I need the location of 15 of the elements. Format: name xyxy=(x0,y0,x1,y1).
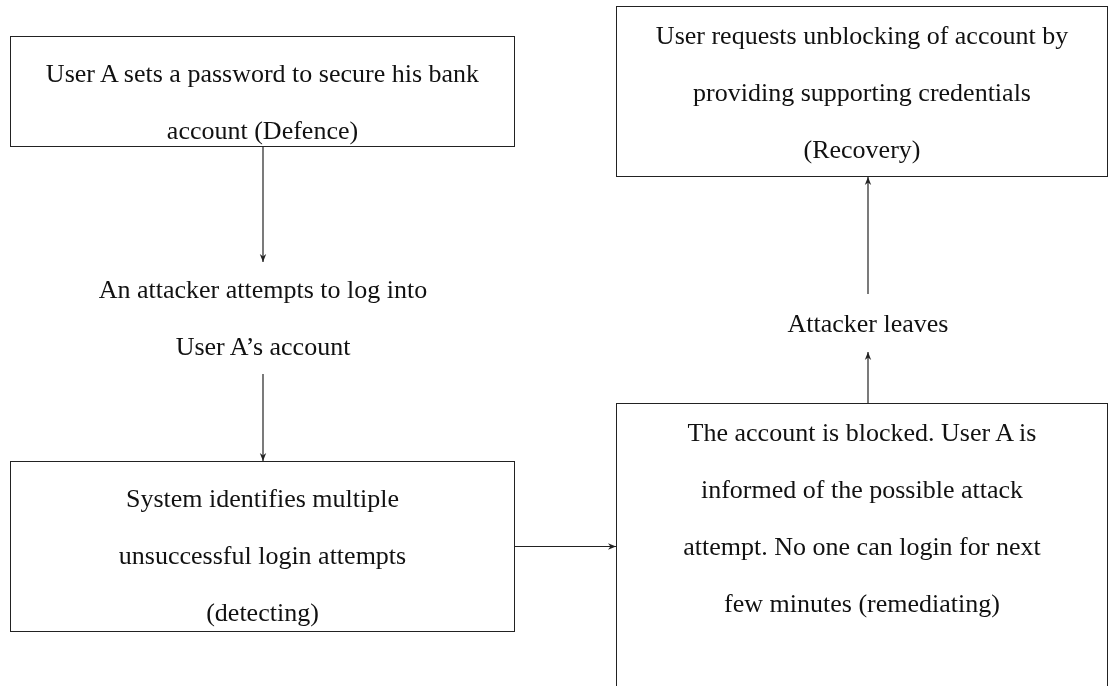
arrow xyxy=(514,543,617,550)
process-box xyxy=(10,461,515,632)
process-box xyxy=(616,6,1108,177)
arrow xyxy=(259,146,267,263)
process-box xyxy=(616,403,1108,686)
step-text: Attacker leaves xyxy=(787,307,949,340)
arrow xyxy=(864,351,872,404)
process-box xyxy=(10,36,515,147)
step-text: An attacker attempts to log into User A’s account xyxy=(97,274,429,363)
box-text: System identifies multiple unsuccessful login attempts (detecting) xyxy=(117,483,408,629)
arrow xyxy=(259,373,267,462)
box-text: The account is blocked. User A is informed of the possible attack attempt. No one can login for next few minutes (remediating) xyxy=(682,417,1042,620)
arrow xyxy=(864,176,872,295)
box-text: User requests unblocking of account by providing supporting credentials (Recovery) xyxy=(654,20,1070,166)
box-text: User A sets a password to secure his bank account (Defence) xyxy=(44,58,481,147)
